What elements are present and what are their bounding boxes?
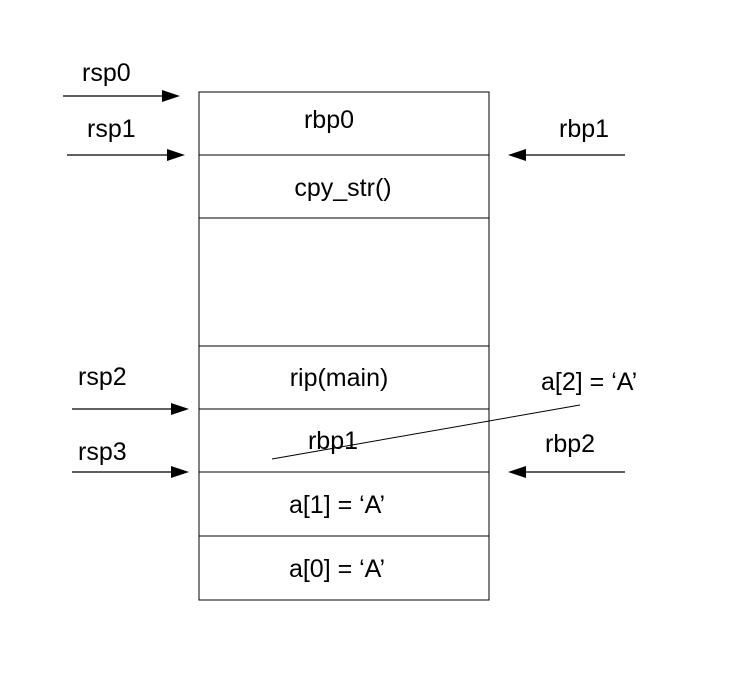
pointer-label-rsp1: rsp1 xyxy=(87,115,136,143)
overflow-annotation: a[2] = ‘A’ xyxy=(271,368,637,460)
stack-cell-rbp0: rbp0 xyxy=(304,106,354,134)
pointer-arrowhead-rbp1 xyxy=(508,149,526,161)
pointer-arrowhead-rsp0 xyxy=(162,90,180,102)
left-pointers: rsp0 rsp1 rsp2 rsp3 xyxy=(63,59,189,478)
pointer-arrowhead-rsp3 xyxy=(171,466,189,478)
pointer-arrowhead-rbp2 xyxy=(508,466,526,478)
stack-cell-labels: rbp0 cpy_str() rip(main) rbp1 a[1] = ‘A’… xyxy=(289,106,392,583)
overflow-annotation-label: a[2] = ‘A’ xyxy=(541,368,637,396)
pointer-arrowhead-rsp1 xyxy=(167,149,185,161)
stack-cell-a1: a[1] = ‘A’ xyxy=(289,491,385,519)
stack-cell-rbp1: rbp1 xyxy=(308,427,358,455)
pointer-label-rsp3: rsp3 xyxy=(78,438,127,466)
pointer-label-rsp2: rsp2 xyxy=(78,363,127,391)
pointer-label-rsp0: rsp0 xyxy=(82,59,131,87)
stack-cell-cpy-str: cpy_str() xyxy=(294,174,391,202)
overflow-annotation-leader xyxy=(271,404,581,460)
pointer-arrowhead-rsp2 xyxy=(171,403,189,415)
stack-cell-a0: a[0] = ‘A’ xyxy=(289,555,385,583)
right-pointers: rbp1 rbp2 xyxy=(508,115,625,478)
stack-cell-rip-main: rip(main) xyxy=(290,364,389,392)
pointer-label-rbp2: rbp2 xyxy=(545,430,595,458)
pointer-label-rbp1: rbp1 xyxy=(559,115,609,143)
stack-frame xyxy=(198,91,490,601)
